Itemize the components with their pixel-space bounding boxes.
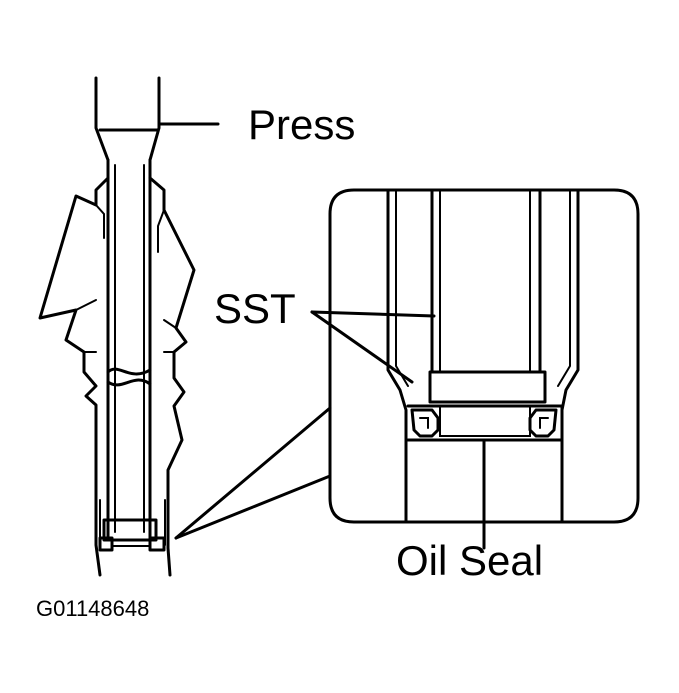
detail-view bbox=[328, 188, 640, 524]
sst-leader-line-upper bbox=[310, 310, 436, 318]
callout-line-lower bbox=[174, 474, 332, 540]
callout-line-upper bbox=[174, 406, 332, 540]
oil-seal-small bbox=[98, 536, 166, 552]
sst-label: SST bbox=[214, 285, 296, 332]
oil-seal-label: Oil Seal bbox=[396, 537, 544, 584]
housing-body bbox=[38, 176, 196, 577]
figure-id: G01148648 bbox=[36, 596, 150, 621]
press-label: Press bbox=[248, 101, 356, 148]
sst-tool-shaft bbox=[102, 158, 158, 542]
sst-leader-line-lower bbox=[310, 310, 414, 384]
